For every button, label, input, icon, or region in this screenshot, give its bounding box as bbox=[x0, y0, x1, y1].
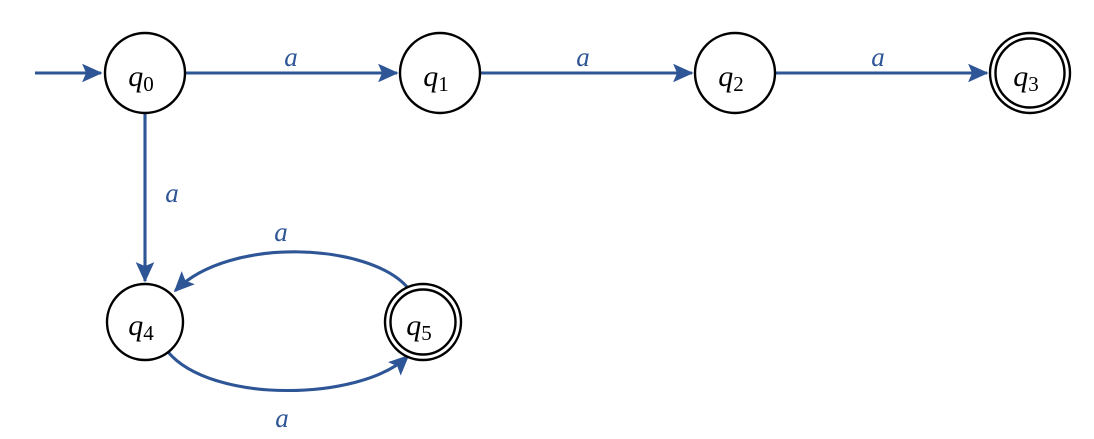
state-q4-name: q bbox=[128, 309, 143, 342]
state-q2-subscript: 2 bbox=[733, 72, 744, 96]
state-q1-circle bbox=[398, 31, 482, 115]
state-q1-subscript: 1 bbox=[438, 72, 449, 96]
state-q0-subscript: 0 bbox=[143, 72, 154, 96]
state-q4-circle bbox=[105, 282, 185, 362]
state-q4-subscript: 4 bbox=[143, 321, 154, 345]
state-q3-label: q3 bbox=[1013, 60, 1039, 97]
state-q5-name: q bbox=[406, 309, 421, 342]
state-q3-inner-circle bbox=[994, 37, 1066, 109]
state-q2[interactable]: q2 bbox=[693, 31, 777, 115]
state-q2-circle bbox=[693, 31, 777, 115]
state-q3[interactable]: q3 bbox=[988, 31, 1072, 115]
state-q4-label: q4 bbox=[128, 309, 154, 346]
state-q5-inner-circle bbox=[389, 288, 457, 356]
state-q5-subscript: 5 bbox=[421, 321, 432, 345]
edge-label-q2-q3: a bbox=[871, 42, 885, 72]
state-q2-label: q2 bbox=[718, 60, 744, 97]
state-q0-name: q bbox=[128, 60, 143, 93]
state-q0-label: q0 bbox=[128, 60, 154, 97]
transition-q5-q4 bbox=[173, 250, 410, 293]
edge-label-q0-q1: a bbox=[284, 42, 298, 72]
state-q0[interactable]: q0 bbox=[103, 31, 187, 115]
state-q0-circle bbox=[103, 31, 187, 115]
state-q1-label: q1 bbox=[423, 60, 449, 97]
state-q2-name: q bbox=[718, 60, 733, 93]
edge-label-q4-q5: a bbox=[275, 403, 289, 433]
transition-q4-q5 bbox=[166, 350, 410, 392]
state-q3-name: q bbox=[1013, 60, 1028, 93]
edge-label-q0-q4: a bbox=[165, 178, 179, 208]
state-q5-label: q5 bbox=[406, 309, 432, 346]
state-q1-name: q bbox=[423, 60, 438, 93]
state-q3-subscript: 3 bbox=[1028, 72, 1039, 96]
state-q5[interactable]: q5 bbox=[383, 282, 463, 362]
state-q4[interactable]: q4 bbox=[105, 282, 185, 362]
edge-label-q1-q2: a bbox=[576, 42, 590, 72]
state-q1[interactable]: q1 bbox=[398, 31, 482, 115]
edge-label-q5-q4: a bbox=[274, 217, 288, 247]
